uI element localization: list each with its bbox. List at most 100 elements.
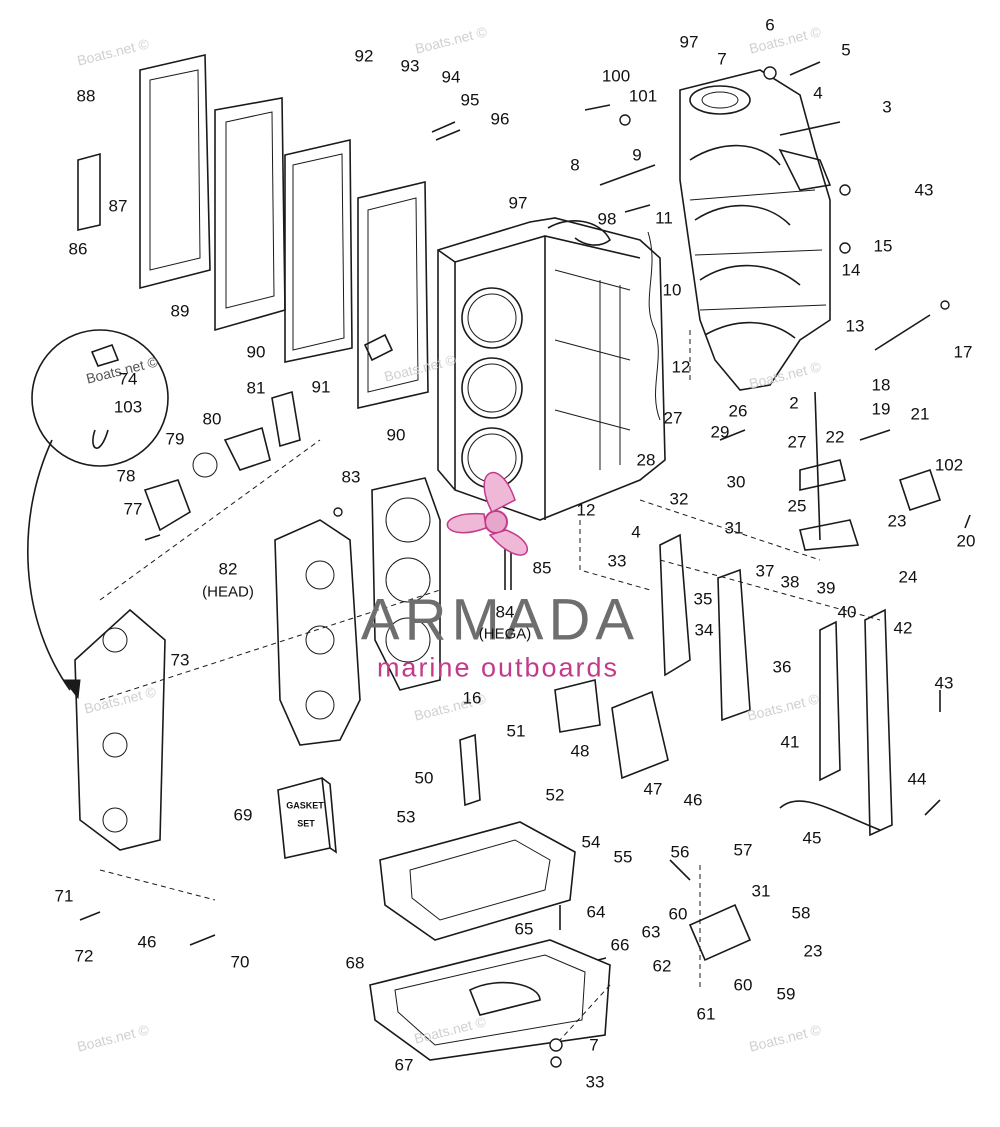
- part-number-83: 83: [341, 467, 361, 487]
- gasket-set-box-label-top: GASKET: [286, 800, 324, 811]
- part-number-92: 92: [354, 46, 374, 66]
- part-number-5: 5: [841, 40, 851, 60]
- part-number-11: 11: [655, 208, 673, 228]
- bypass-covers-drawing: [554, 533, 893, 837]
- part-number-51: 51: [506, 721, 526, 741]
- part-number-57: 57: [733, 840, 753, 860]
- part-number-35: 35: [693, 589, 713, 609]
- part-number-44: 44: [907, 769, 927, 789]
- cylinder-block-drawing: [437, 217, 666, 521]
- part-number-94: 94: [441, 67, 461, 87]
- assembly-guides: [99, 330, 881, 1041]
- part-number-84: 84: [495, 602, 515, 622]
- exhaust-covers-drawing: [77, 53, 429, 410]
- part-number-36: 36: [772, 657, 792, 677]
- part-number-24: 24: [898, 567, 918, 587]
- part-number-25: 25: [787, 496, 807, 516]
- part-number-29: 29: [710, 422, 730, 442]
- part-number-34: 34: [694, 620, 714, 640]
- part-number-68: 68: [345, 953, 365, 973]
- part-number-74: 74: [118, 369, 138, 389]
- part-number-55: 55: [613, 847, 633, 867]
- part-number-43b: 43: [934, 673, 954, 693]
- brand-tagline: marine outboards: [376, 652, 620, 683]
- part-number-33: 33: [607, 551, 627, 571]
- part-number-23b: 23: [803, 941, 823, 961]
- part-number-46: 46: [683, 790, 703, 810]
- part-number-17: 17: [953, 342, 973, 362]
- part-number-31: 31: [724, 518, 744, 538]
- part-number-90b: 90: [386, 425, 406, 445]
- part-number-96: 96: [490, 109, 510, 129]
- part-number-27: 27: [663, 408, 683, 428]
- gasket-set-box: [277, 776, 337, 859]
- part-number-70: 70: [230, 952, 250, 972]
- part-number-2: 2: [789, 393, 799, 413]
- part-number-58: 58: [791, 903, 811, 923]
- part-number-28: 28: [636, 450, 656, 470]
- part-number-13: 13: [845, 316, 865, 336]
- part-number-95: 95: [460, 90, 480, 110]
- part-number-48: 48: [570, 741, 590, 761]
- part-number-60: 60: [668, 904, 688, 924]
- part-number-47: 47: [643, 779, 663, 799]
- part-number-21: 21: [910, 404, 930, 424]
- gasket-set-box-label-bottom: SET: [297, 818, 315, 829]
- part-number-97b: 97: [508, 193, 528, 213]
- part-number-53: 53: [396, 807, 416, 827]
- part-number-16: 16: [462, 688, 482, 708]
- part-number-56: 56: [670, 842, 690, 862]
- part-number-85: 85: [532, 558, 552, 578]
- part-number-98: 98: [597, 209, 617, 229]
- part-number-4b: 4: [631, 522, 641, 542]
- part-number-18: 18: [871, 375, 891, 395]
- part-number-6: 6: [765, 15, 775, 35]
- part-number-88: 88: [76, 86, 96, 106]
- part-number-66: 66: [610, 935, 630, 955]
- hega-label: (HEGA): [478, 625, 532, 643]
- part-number-93: 93: [400, 56, 420, 76]
- linkage-drawing: [459, 391, 942, 807]
- part-number-102: 102: [934, 455, 964, 475]
- part-number-22: 22: [825, 427, 845, 447]
- part-number-43: 43: [914, 180, 934, 200]
- part-number-82: 82: [218, 559, 238, 579]
- part-number-67: 67: [394, 1055, 414, 1075]
- part-number-101: 101: [628, 86, 658, 106]
- part-number-97: 97: [679, 32, 699, 52]
- hardware-drawing: [79, 61, 971, 1068]
- part-number-103: 103: [113, 397, 143, 417]
- part-number-60b: 60: [733, 975, 753, 995]
- part-number-19: 19: [871, 399, 891, 419]
- part-number-50: 50: [414, 768, 434, 788]
- part-number-90: 90: [246, 342, 266, 362]
- part-number-59: 59: [776, 984, 796, 1004]
- part-number-15: 15: [873, 236, 893, 256]
- part-number-39: 39: [816, 578, 836, 598]
- part-number-38: 38: [780, 572, 800, 592]
- part-number-54: 54: [581, 832, 601, 852]
- part-number-61: 61: [696, 1004, 716, 1024]
- part-number-45: 45: [802, 828, 822, 848]
- part-number-89: 89: [170, 301, 190, 321]
- part-number-27b: 27: [787, 432, 807, 452]
- part-number-63: 63: [641, 922, 661, 942]
- part-number-33b: 33: [585, 1072, 605, 1092]
- part-number-41: 41: [780, 732, 800, 752]
- part-number-7: 7: [717, 49, 727, 69]
- head-label: (HEAD): [202, 583, 254, 601]
- part-number-32: 32: [669, 489, 689, 509]
- part-number-52: 52: [545, 785, 565, 805]
- part-number-23: 23: [887, 511, 907, 531]
- part-number-30: 30: [726, 472, 746, 492]
- part-number-87: 87: [108, 196, 128, 216]
- part-number-69: 69: [233, 805, 253, 825]
- part-number-3: 3: [882, 97, 892, 117]
- part-number-77: 77: [123, 499, 143, 519]
- brand-name: ARMADA: [360, 587, 640, 653]
- part-number-79: 79: [165, 429, 185, 449]
- part-number-64: 64: [586, 902, 606, 922]
- part-number-73: 73: [170, 650, 190, 670]
- adapter-plate-drawing: [369, 821, 752, 1061]
